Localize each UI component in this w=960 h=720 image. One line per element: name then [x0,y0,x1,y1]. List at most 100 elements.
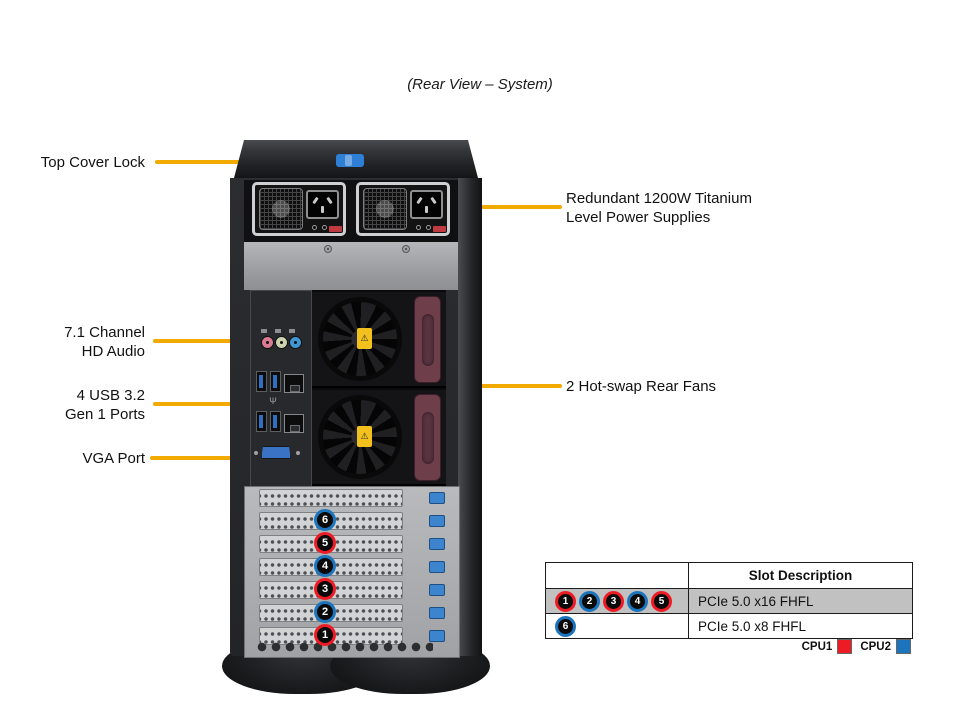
slot-latch [429,515,445,527]
slot-description-cell: PCIe 5.0 x8 FHFL [698,618,807,634]
audio-jack-pink [261,336,274,349]
slot-badges: 6 [546,615,576,637]
legend-cpu2-swatch [896,639,911,654]
table-row-x8: 6 PCIe 5.0 x8 FHFL [546,613,912,638]
slot-latch [429,584,445,596]
slot-number-badge: 3 [314,578,336,600]
cpu-legend: CPU1 CPU2 [802,639,911,654]
io-panel: Ψ [250,290,312,490]
psu-release-tab [329,226,342,232]
legend-cpu1-label: CPU1 [801,640,833,653]
slot-number: 5 [321,537,329,549]
slot-latch [429,630,445,642]
warning-label-icon: ⚠ [357,426,372,447]
fan-hot-swap-handle [414,394,441,481]
top-cover [234,140,478,178]
ac-pin [326,196,333,205]
slot-number: 3 [321,583,329,595]
ac-pin [416,196,423,205]
callout-label-power-supplies: Redundant 1200W Titanium Level Power Sup… [566,189,752,227]
usb-port [270,411,281,432]
slot-description-table: Slot Description 1 2 3 4 5 PCIe 5.0 x16 … [545,562,913,639]
rear-fan-top: ⚠ [312,292,446,388]
slot-number-badge: 5 [314,532,336,554]
callout-label-hd-audio: 7.1 Channel HD Audio [25,323,145,361]
callout-label-usb-line2: Gen 1 Ports [64,406,145,423]
slot-number-badge: 5 [651,590,672,612]
slot-number-badge: 2 [314,601,336,623]
usb-port [256,411,267,432]
legend-cpu2-label: CPU2 [860,640,891,653]
callout-label-top-cover-lock: Top Cover Lock [40,154,145,171]
table-row-x16: 1 2 3 4 5 PCIe 5.0 x16 FHFL [546,588,912,613]
slot-latch [429,561,445,573]
psu-fan-grille-icon [363,188,407,230]
psu-led [416,225,421,230]
slot-number: 4 [321,560,329,572]
usb-port [256,371,267,392]
vga-port-assembly [253,443,301,463]
fan-bay: ⚠ ⚠ [312,290,446,488]
screw-icon [324,245,332,253]
slot-latch [429,607,445,619]
slot-number: 6 [321,514,329,526]
vga-port [261,446,291,459]
vga-screw-icon [254,451,258,455]
callout-label-audio-line2: HD Audio [81,343,145,360]
ac-pin [321,206,324,213]
callout-line-power-supplies [450,205,562,209]
callout-line-rear-fans [442,384,562,388]
psu-led [322,225,327,230]
pcie-slot-panel [244,486,460,658]
usb-port [270,371,281,392]
top-cover-lock [336,154,364,167]
ac-pin [430,196,437,205]
vga-screw-icon [296,451,300,455]
chassis-right-edge [458,178,482,656]
table-header-row: Slot Description [546,563,912,588]
slot-number-badge: 6 [555,615,576,637]
table-header-slot-description: Slot Description [748,568,853,583]
pcie-slot-cover [259,489,403,507]
slot-badges: 1 2 3 4 5 [546,590,672,612]
server-rear-illustration: Ψ ⚠ ⚠ [222,140,490,696]
audio-jack-blue [289,336,302,349]
psu-led [426,225,431,230]
audio-jack-green [275,336,288,349]
psu-bay [244,180,468,242]
slot-number-badge: 4 [314,555,336,577]
callout-label-usb-line1: 4 USB 3.2 [76,387,145,404]
rear-panel-strip [244,242,468,290]
callout-label-audio-line1: 7.1 Channel [64,324,145,341]
ac-inlet [306,190,339,219]
ac-pin [312,196,319,205]
slot-description-cell: PCIe 5.0 x16 FHFL [698,593,814,609]
callout-label-psu-line2: Level Power Supplies [566,209,711,226]
psu-fan-grille-icon [259,188,303,230]
fan-blades-icon: ⚠ [318,395,402,479]
ac-inlet [410,190,443,219]
usb-icon: Ψ [269,396,277,406]
table-corner-cell [546,563,689,588]
callout-line-hd-audio [153,339,258,343]
fan-blades-icon: ⚠ [318,297,402,381]
psu-release-tab [433,226,446,232]
callout-label-vga-port: VGA Port [82,450,145,467]
ethernet-port [284,374,304,393]
slot-badges-cell: 6 [546,614,689,638]
page-title: (Rear View – System) [407,76,553,93]
callout-line-vga-port [150,456,254,460]
power-supply-module-right [356,182,450,236]
slot-number: 1 [321,629,329,641]
slot-number-badge: 1 [314,624,336,646]
warning-label-icon: ⚠ [357,328,372,349]
ac-pin [425,206,428,213]
callout-line-usb-ports [153,402,258,406]
slot-number: 2 [321,606,329,618]
rear-fan-bottom: ⚠ [312,390,446,486]
power-supply-module-left [252,182,346,236]
screw-icon [402,245,410,253]
legend-cpu1-swatch [837,639,853,654]
slot-latch [429,492,445,504]
